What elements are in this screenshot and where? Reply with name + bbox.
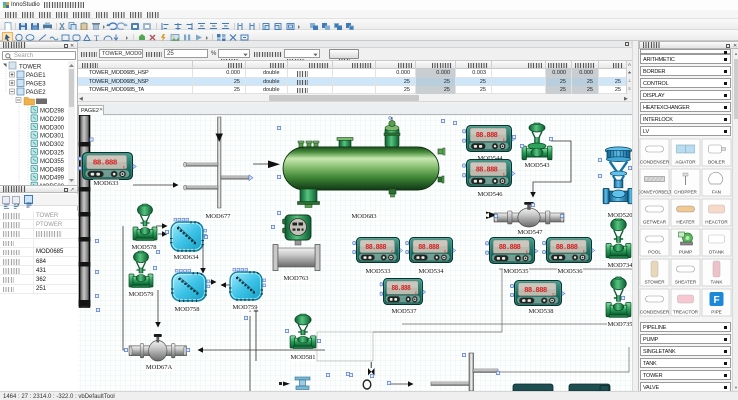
svg-text:MOD677: MOD677 (206, 213, 232, 220)
svg-text:FAN: FAN (712, 190, 721, 195)
svg-text:MOD520: MOD520 (608, 212, 632, 219)
svg-text:MOD300: MOD300 (40, 125, 65, 131)
svg-text:MOD355: MOD355 (40, 159, 65, 165)
svg-text:HEATER: HEATER (676, 220, 695, 225)
svg-text:MOD544: MOD544 (478, 155, 504, 162)
svg-text:MOD758: MOD758 (175, 306, 200, 313)
svg-text:SHEATER: SHEATER (675, 280, 697, 285)
svg-text:MOD325: MOD325 (40, 151, 65, 157)
svg-text:MOD498: MOD498 (40, 167, 65, 173)
svg-text:STOWER: STOWER (644, 280, 665, 285)
svg-text:MOD633: MOD633 (94, 180, 119, 187)
svg-text:AGIATOR: AGIATOR (675, 160, 696, 165)
svg-text:MOD535: MOD535 (504, 268, 529, 275)
svg-text:CONVEYORBELT: CONVEYORBELT (639, 190, 672, 195)
svg-text:MOD581: MOD581 (291, 354, 316, 361)
svg-text:TREACTOR: TREACTOR (673, 310, 699, 315)
svg-text:MOD500: MOD500 (40, 184, 65, 185)
svg-text:MOD298: MOD298 (40, 109, 65, 115)
svg-text:MOD579: MOD579 (129, 291, 154, 298)
svg-text:T: T (94, 33, 100, 43)
svg-text:PAGE3: PAGE3 (26, 82, 46, 88)
svg-text:TOWER: TOWER (19, 65, 42, 71)
svg-text:MOD543: MOD543 (525, 162, 550, 169)
svg-text:TANK: TANK (711, 280, 724, 285)
svg-text:PUMP: PUMP (679, 250, 692, 255)
svg-text:OTANK: OTANK (709, 250, 725, 255)
svg-text:MOD759: MOD759 (233, 304, 258, 311)
svg-text:MOD547: MOD547 (518, 229, 544, 236)
svg-text:MOD537: MOD537 (392, 308, 418, 315)
svg-text:CONDENSER: CONDENSER (640, 160, 670, 165)
svg-text:PIPE: PIPE (711, 310, 721, 315)
svg-text:MOD533: MOD533 (366, 268, 391, 275)
svg-text:MOD734: MOD734 (608, 262, 632, 269)
svg-text:CHOPPER: CHOPPER (674, 190, 697, 195)
svg-text:MOD299: MOD299 (40, 117, 65, 123)
svg-text:MOD302: MOD302 (40, 142, 65, 148)
svg-text:MOD763: MOD763 (284, 275, 309, 282)
svg-text:F: F (714, 295, 720, 306)
svg-text:POOL: POOL (648, 250, 661, 255)
svg-text:PAGE2: PAGE2 (26, 90, 46, 96)
svg-text:MOD67A: MOD67A (146, 364, 173, 371)
svg-text:MOD536: MOD536 (558, 268, 584, 275)
svg-text:HEACTOR: HEACTOR (705, 220, 728, 225)
svg-text:MOD578: MOD578 (132, 244, 157, 251)
svg-text:MOD538: MOD538 (529, 308, 554, 315)
svg-text:GETWEAR: GETWEAR (643, 220, 667, 225)
svg-text:MOD301: MOD301 (40, 134, 65, 140)
svg-text:MOD735: MOD735 (608, 321, 632, 328)
svg-text:CONDENSER: CONDENSER (640, 310, 670, 315)
svg-text:MOD546: MOD546 (478, 191, 504, 198)
svg-text:MOD683: MOD683 (352, 213, 377, 220)
svg-text:MOD534: MOD534 (419, 268, 445, 275)
svg-text:MOD499: MOD499 (40, 176, 65, 182)
svg-text:MOD634: MOD634 (174, 254, 200, 261)
svg-text:PAGE1: PAGE1 (26, 73, 46, 79)
svg-text:BOILER: BOILER (708, 160, 726, 165)
